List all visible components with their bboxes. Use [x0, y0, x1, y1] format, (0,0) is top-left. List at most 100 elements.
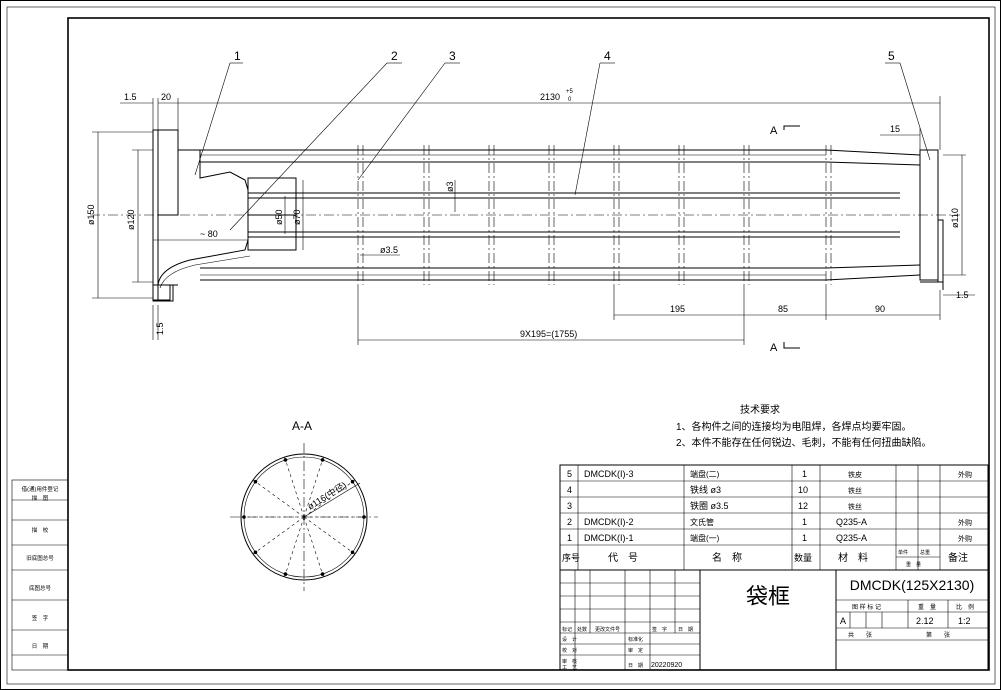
section-wire — [303, 516, 357, 556]
part-material-4: 铁丝 — [848, 486, 862, 495]
tech-line-1: 1、各构件之间的连接均为电阻焊，各焊点均要牢固。 — [676, 420, 912, 433]
dim-1-5-top: 1.5 — [124, 92, 137, 102]
part-qty-3: 12 — [798, 501, 808, 511]
section-wire-point — [362, 515, 366, 519]
hdr-material: 材 料 — [838, 551, 868, 564]
balloon-1: 1 — [234, 49, 241, 63]
dim-1-5-left: 1.5 — [155, 322, 165, 335]
part-no-3: 3 — [567, 501, 572, 511]
dim-85: 85 — [778, 304, 788, 314]
part-material-3: 铁丝 — [848, 502, 862, 511]
part-note-5: 外购 — [958, 470, 972, 479]
balloon-2: 2 — [391, 49, 398, 63]
dim-overall: 2130 — [540, 92, 560, 102]
part-name-5: 端盘(二) — [690, 469, 720, 479]
part-qty-1: 1 — [802, 533, 807, 543]
dim-80: ~ 80 — [200, 229, 218, 239]
main-view: 1.5 20 2130 +5 0 15 ø150 ø120 ~ 80 ø50 ø… — [86, 49, 975, 354]
sheet-number: 第 张 — [926, 631, 950, 639]
rev-date: 日 期 — [678, 627, 693, 633]
label-standard: 标准化 — [628, 636, 643, 643]
section-wire — [303, 516, 325, 579]
section-mark-top: A — [770, 125, 778, 137]
part-material-2: Q235-A — [836, 517, 867, 527]
dim-70: ø70 — [292, 209, 302, 225]
hdr-qty: 数量 — [794, 552, 812, 563]
dim-overall-tol: +5 — [566, 89, 574, 95]
section-wire — [283, 516, 305, 579]
drawing-date: 20220920 — [651, 662, 682, 669]
trim-border — [6, 6, 996, 685]
section-mark-bottom: A — [770, 342, 778, 354]
part-code-5: DMCDK(I)-3 — [584, 469, 634, 479]
longitudinal-wires — [200, 149, 921, 281]
part-name-3: 铁圈 ø3.5 — [690, 500, 729, 511]
side-label-3: 描 校 — [32, 526, 49, 534]
rev-count: 处数 — [577, 626, 587, 633]
balloon-4: 4 — [604, 49, 611, 63]
label-date: 日 期 — [628, 663, 643, 669]
drawing-number: DMCDK(125X2130) — [850, 577, 975, 593]
hdr-no: 序号 — [562, 552, 580, 563]
label-design: 设 计 — [562, 636, 577, 643]
section-wire-point — [253, 479, 258, 484]
end-plate-right — [919, 149, 944, 290]
dim-195: 195 — [670, 304, 685, 314]
section-wire-point — [320, 458, 325, 462]
weight-value: 2.12 — [916, 616, 934, 626]
balloon-leaders — [194, 62, 931, 231]
ring-group — [357, 145, 832, 285]
dim-3: ø3 — [445, 181, 455, 192]
balloon-5: 5 — [888, 49, 895, 63]
dim-150: ø150 — [86, 204, 96, 225]
part-material-1: Q235-A — [836, 533, 867, 543]
section-wire — [303, 455, 325, 518]
section-view: A-A ø116(中径) — [230, 419, 378, 591]
dim-1-5-right: 1.5 — [956, 290, 969, 300]
dim-116: ø116(中径) — [305, 479, 348, 512]
dim-50: ø50 — [274, 209, 284, 225]
rev-mark: 标记 — [562, 626, 572, 633]
side-label-7: 日 期 — [32, 643, 49, 650]
dim-9x195: 9X195=(1755) — [520, 329, 577, 339]
section-title: A-A — [292, 419, 312, 433]
tech-requirements: 技术要求 1、各构件之间的连接均为电阻焊，各焊点均要牢固。 2、本件不能存在任何… — [676, 403, 932, 449]
side-label-1: 借(通)用件登记 — [22, 485, 59, 493]
label-process: 工 艺 — [562, 665, 577, 671]
side-label-5: 底图总号 — [29, 584, 52, 592]
section-wire-point — [242, 515, 246, 519]
part-note-2: 外购 — [958, 518, 972, 527]
frame-border — [67, 17, 990, 671]
section-wire-point — [350, 479, 355, 484]
scale-value: 1:2 — [958, 616, 971, 626]
side-label-6: 签 字 — [32, 614, 49, 622]
part-qty-2: 1 — [802, 517, 807, 527]
balloon-3: 3 — [449, 49, 456, 63]
section-wire-point — [283, 458, 288, 462]
part-qty-4: 10 — [798, 485, 808, 495]
title-block: 标记 处数 更改文件号 签 字 日 期 设 计 校 对 审 核 工 艺 标准化 … — [559, 569, 989, 671]
label-review: 审 核 — [562, 658, 577, 665]
part-no-2: 2 — [567, 517, 572, 527]
tech-line-2: 2、本件不能存在任何锐边、毛刺，不能有任何扭曲缺陷。 — [676, 436, 932, 449]
rev-sign: 签 字 — [652, 626, 667, 633]
stage-label: 图 样 标 记 — [852, 603, 881, 611]
dim-20: 20 — [161, 92, 171, 102]
side-label-2: 描 图 — [32, 494, 49, 502]
dim-3-5: ø3.5 — [380, 245, 398, 255]
parts-list: 5 DMCDK(I)-3 端盘(二) 1 铁皮 外购 4 铁线 ø3 10 铁丝… — [559, 464, 989, 571]
part-code-1: DMCDK(I)-1 — [584, 533, 634, 543]
section-wire-point — [283, 572, 288, 576]
part-no-1: 1 — [567, 533, 572, 543]
section-wire — [251, 478, 305, 518]
part-no-5: 5 — [567, 469, 572, 479]
hdr-name: 名 称 — [712, 551, 742, 564]
section-wire — [283, 455, 305, 518]
part-name: 袋框 — [746, 584, 790, 609]
label-approve: 审 定 — [628, 647, 643, 654]
dim-15-top: 15 — [890, 124, 900, 134]
sheets-total: 共 张 — [848, 631, 872, 639]
part-name-1: 端盘(一) — [690, 533, 720, 543]
scale-label: 比 例 — [956, 603, 974, 611]
